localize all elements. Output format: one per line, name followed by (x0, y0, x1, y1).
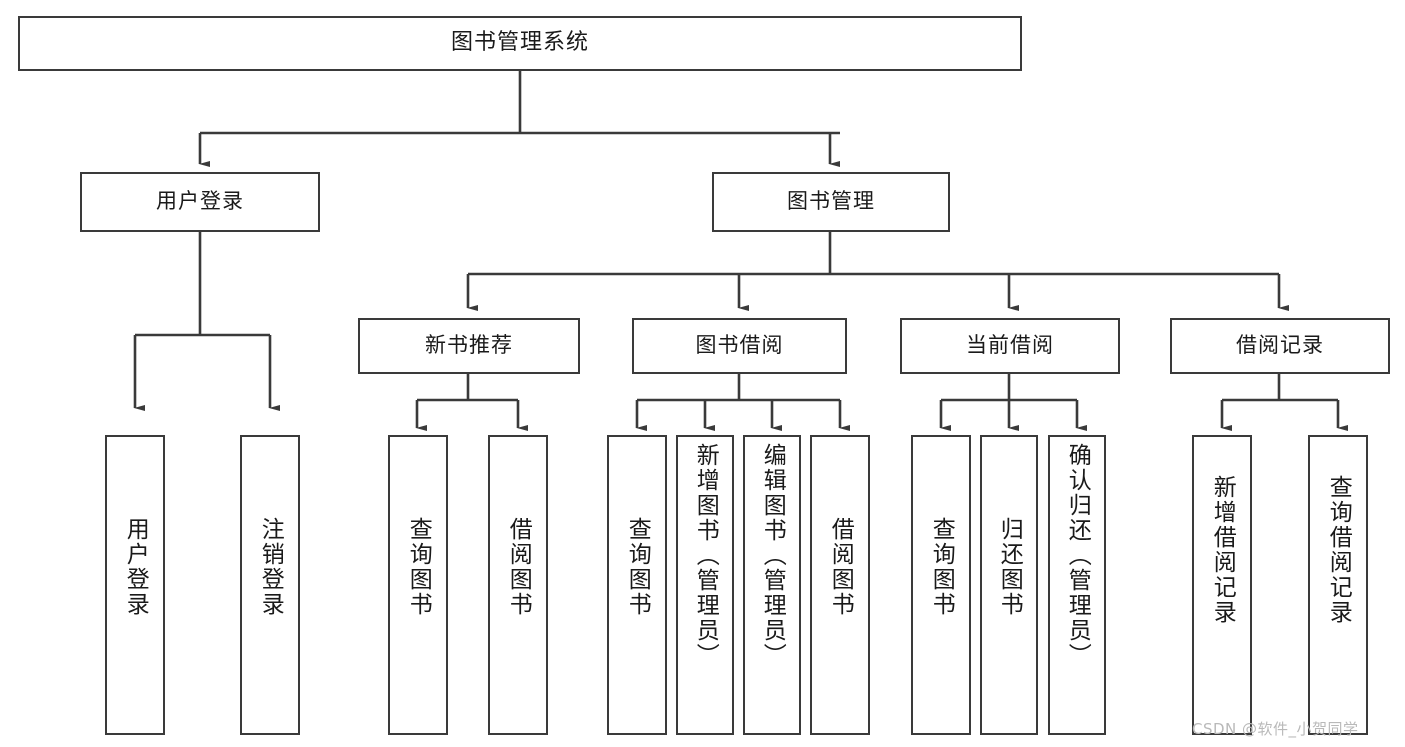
leaf-label: 查询图书 (928, 517, 955, 617)
leaf-label: 查询借阅记录 (1325, 475, 1352, 625)
leaf-label: 新增图书（管理员） (692, 443, 719, 668)
leaf-book-borrow-edit-book-admin[interactable]: 编辑图书（管理员） (743, 435, 801, 735)
node-label: 图书借阅 (695, 333, 784, 358)
node-label: 图书管理系统 (450, 30, 589, 56)
node-book-management[interactable]: 图书管理 (712, 172, 950, 232)
leaf-label: 新增借阅记录 (1209, 475, 1236, 625)
leaf-book-borrow-add-book-admin[interactable]: 新增图书（管理员） (676, 435, 734, 735)
node-label: 当前借阅 (966, 333, 1054, 358)
node-label: 图书管理 (787, 189, 875, 214)
leaf-label: 借阅图书 (827, 517, 854, 617)
leaf-label: 归还图书 (996, 517, 1023, 617)
leaf-borrow-record-query-record[interactable]: 查询借阅记录 (1308, 435, 1368, 735)
leaf-current-borrow-query-book[interactable]: 查询图书 (911, 435, 971, 735)
leaf-label: 借阅图书 (505, 517, 532, 617)
leaf-user-login-login[interactable]: 用户登录 (105, 435, 165, 735)
node-label: 借阅记录 (1236, 333, 1324, 358)
node-current-borrow[interactable]: 当前借阅 (900, 318, 1120, 374)
node-book-borrow[interactable]: 图书借阅 (632, 318, 847, 374)
leaf-new-book-borrow-book[interactable]: 借阅图书 (488, 435, 548, 735)
leaf-book-borrow-query-book[interactable]: 查询图书 (607, 435, 667, 735)
node-user-login[interactable]: 用户登录 (80, 172, 320, 232)
leaf-label: 注销登录 (257, 517, 284, 617)
leaf-label: 查询图书 (624, 517, 651, 617)
leaf-current-borrow-confirm-return-admin[interactable]: 确认归还（管理员） (1048, 435, 1106, 735)
leaf-book-borrow-borrow-book[interactable]: 借阅图书 (810, 435, 870, 735)
leaf-label: 查询图书 (405, 517, 432, 617)
node-root-book-management-system[interactable]: 图书管理系统 (18, 16, 1022, 71)
leaf-label: 用户登录 (122, 517, 149, 617)
leaf-new-book-query-book[interactable]: 查询图书 (388, 435, 448, 735)
node-label: 用户登录 (156, 189, 244, 214)
leaf-borrow-record-add-record[interactable]: 新增借阅记录 (1192, 435, 1252, 735)
csdn-watermark: CSDN @软件_小贺同学 (1192, 720, 1359, 738)
node-label: 新书推荐 (425, 333, 513, 358)
leaf-label: 编辑图书（管理员） (759, 443, 786, 668)
leaf-current-borrow-return-book[interactable]: 归还图书 (980, 435, 1038, 735)
node-borrow-record[interactable]: 借阅记录 (1170, 318, 1390, 374)
leaf-label: 确认归还（管理员） (1064, 443, 1091, 668)
node-new-book-recommend[interactable]: 新书推荐 (358, 318, 580, 374)
leaf-user-login-logout[interactable]: 注销登录 (240, 435, 300, 735)
